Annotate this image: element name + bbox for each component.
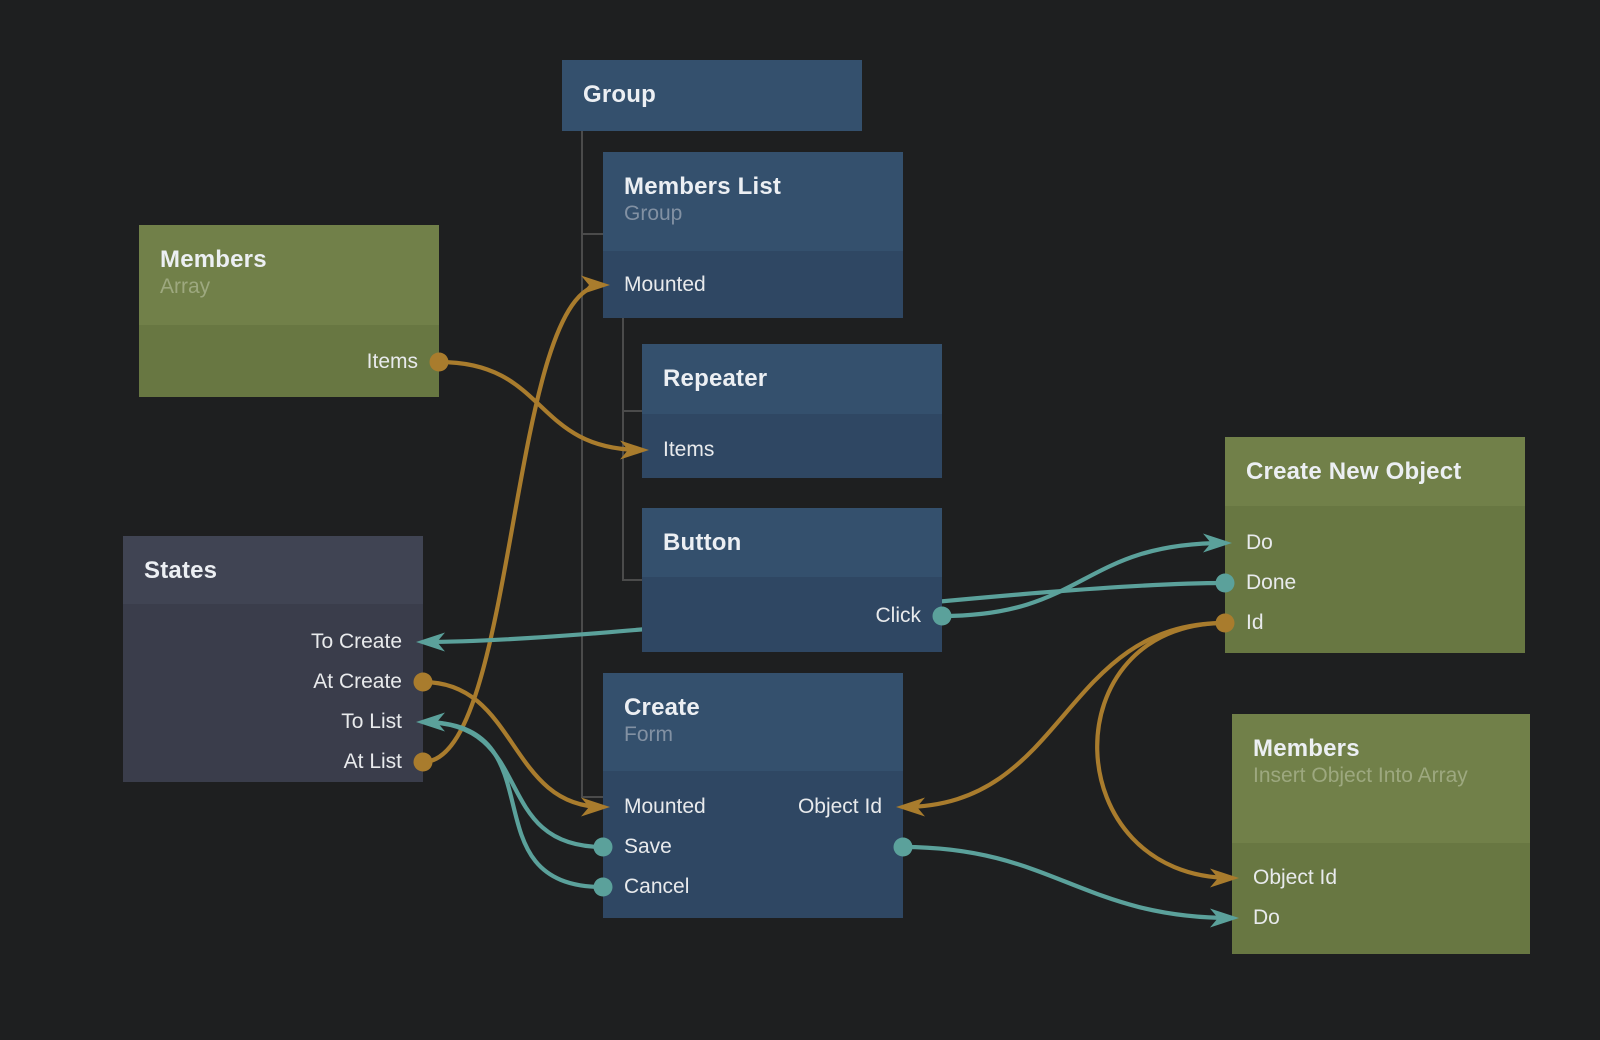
- port-label-mounted: Mounted: [624, 273, 706, 296]
- port-label-to_create: To Create: [310, 630, 402, 653]
- node-ports-section: [603, 771, 903, 918]
- node-ports-section: [642, 414, 942, 478]
- node-title: Button: [663, 529, 742, 556]
- node-ports-section: [1225, 506, 1525, 653]
- port-label-click: Click: [875, 604, 922, 627]
- node-title: Members List: [624, 173, 782, 200]
- port-label-cancel: Cancel: [624, 875, 690, 898]
- node-header: Button: [642, 508, 942, 557]
- node-title: Create New Object: [1246, 458, 1462, 485]
- node-title: Members: [1253, 735, 1360, 762]
- node-title: Create: [624, 694, 700, 721]
- port-label-object_id: Object Id: [1253, 866, 1338, 889]
- node-ports-section: [139, 325, 439, 397]
- port-label-at_list: At List: [343, 750, 402, 773]
- node-subtitle: Form: [624, 723, 673, 746]
- node-states[interactable]: States To Create At Create To List At List: [123, 536, 423, 782]
- port-label-id: Id: [1246, 611, 1264, 634]
- node-title: Members: [160, 246, 267, 273]
- node-subtitle: Insert Object Into Array: [1253, 764, 1468, 787]
- node-header: States: [123, 536, 423, 585]
- port-label-done: Done: [1246, 571, 1297, 594]
- node-ports-section: [123, 604, 423, 782]
- port-label-do: Do: [1246, 531, 1273, 554]
- node-header: Group: [562, 60, 862, 109]
- node-subtitle: Array: [160, 275, 211, 298]
- node-title: Repeater: [663, 365, 768, 392]
- node-header: Repeater: [642, 344, 942, 393]
- node-header: Create New Object: [1225, 437, 1525, 486]
- port-label-at_create: At Create: [313, 670, 402, 693]
- port-label-items: Items: [663, 438, 715, 461]
- port-label-mounted: Mounted: [624, 795, 706, 818]
- node-title: States: [144, 557, 218, 584]
- node-group[interactable]: Group: [562, 60, 862, 131]
- node-subtitle: Group: [624, 202, 683, 225]
- node-title: Group: [583, 81, 656, 108]
- port-label-items: Items: [366, 350, 418, 373]
- port-label-do: Do: [1253, 906, 1280, 929]
- port-label-to_list: To List: [341, 710, 402, 733]
- node-ports-section: [1232, 843, 1530, 954]
- port-label-object_id: Object Id: [797, 795, 882, 818]
- port-label-save: Save: [624, 835, 672, 858]
- node-ports-section: [603, 251, 903, 318]
